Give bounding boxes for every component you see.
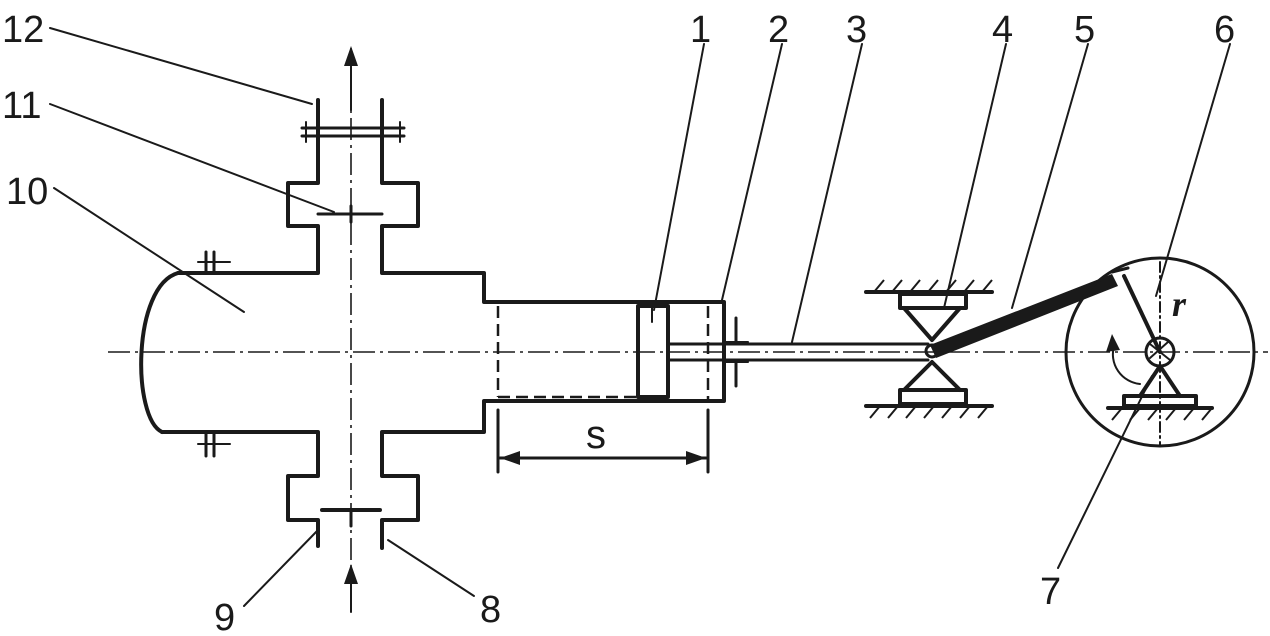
label-11: 11 — [2, 85, 41, 127]
pump-housing — [139, 123, 726, 550]
label-2: 2 — [768, 9, 789, 51]
radius-label: r — [1172, 284, 1187, 324]
label-8: 8 — [480, 589, 501, 631]
piston — [636, 304, 670, 399]
stroke-dimension — [496, 408, 710, 474]
label-5: 5 — [1074, 9, 1095, 51]
discharge-valve — [316, 204, 384, 224]
label-7: 7 — [1040, 571, 1061, 613]
suction-valve — [320, 508, 382, 528]
top-flange — [300, 98, 406, 143]
crosshead — [864, 279, 994, 419]
label-9: 9 — [214, 597, 235, 636]
stroke-envelope — [496, 306, 710, 400]
label-10: 10 — [6, 171, 48, 213]
piston-rod — [666, 342, 930, 362]
discharge-flow-arrow — [344, 46, 358, 111]
label-1: 1 — [690, 9, 711, 51]
suction-flow-arrow — [344, 564, 358, 613]
rotation-direction-arrow — [1106, 334, 1141, 385]
lower-side-flange — [197, 430, 231, 458]
label-4: 4 — [992, 9, 1013, 51]
label-3: 3 — [846, 9, 867, 51]
label-12: 12 — [2, 9, 44, 51]
leader-lines — [49, 27, 1231, 607]
label-6: 6 — [1214, 9, 1235, 51]
stroke-label: s — [586, 413, 606, 457]
upper-side-flange — [197, 250, 231, 275]
seal-gland — [723, 316, 749, 388]
